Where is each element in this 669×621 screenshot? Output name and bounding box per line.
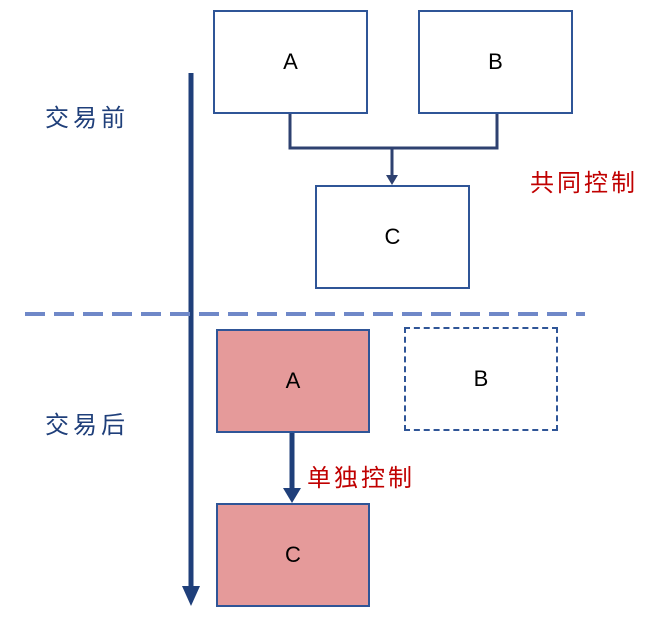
box-label: B bbox=[473, 366, 489, 391]
timeline-arrowhead bbox=[182, 586, 200, 606]
box-label: A bbox=[285, 368, 301, 393]
box-label: A bbox=[283, 49, 298, 74]
after-box-b: B bbox=[404, 327, 558, 431]
box-label: C bbox=[384, 224, 401, 249]
joint-connector bbox=[288, 113, 499, 150]
after-box-a: A bbox=[216, 329, 370, 433]
before-box-c: C bbox=[315, 185, 470, 289]
box-label: B bbox=[488, 49, 503, 74]
sole-arrowhead bbox=[283, 488, 301, 503]
joint-arrowhead bbox=[386, 175, 398, 185]
before-box-a: A bbox=[213, 10, 368, 114]
before-box-b: B bbox=[418, 10, 573, 114]
box-label: C bbox=[285, 542, 301, 567]
sole-control-label: 单独控制 bbox=[307, 464, 415, 492]
joint-control-label: 共同控制 bbox=[530, 169, 638, 197]
phase-label-after: 交易后 bbox=[45, 411, 129, 439]
phase-label-before: 交易前 bbox=[45, 104, 129, 132]
after-box-c: C bbox=[216, 503, 370, 607]
